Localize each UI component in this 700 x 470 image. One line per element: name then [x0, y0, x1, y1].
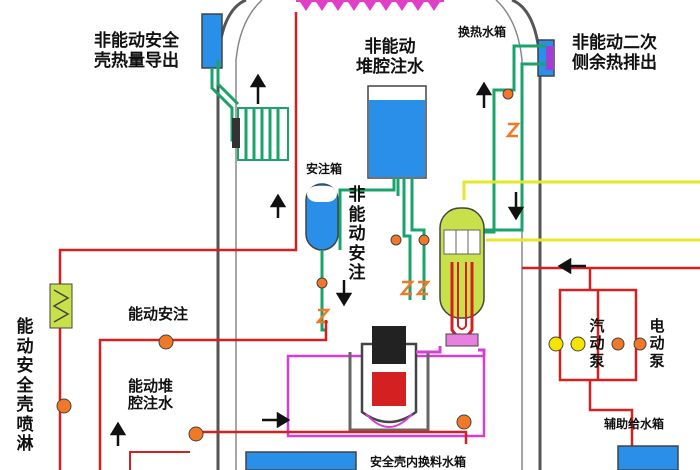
label-line: 腔注水 — [128, 394, 174, 413]
label-line: 非能动安全 — [94, 31, 179, 51]
core-injection-pipe — [410, 178, 426, 300]
spray-heat-exchanger — [49, 283, 73, 329]
reactor-vessel-bottom — [365, 413, 413, 428]
flow-arrow-up — [249, 73, 267, 104]
label-line: 能动堆 — [128, 377, 174, 395]
label-passive-core-injection: 非能动 堆腔注水 — [356, 37, 424, 77]
secondary-heat-pipe — [460, 44, 546, 234]
label-accumulator: 安注箱 — [306, 162, 343, 176]
flow-arrow-up — [475, 81, 493, 108]
pump — [56, 334, 472, 442]
core-injection-water — [369, 100, 425, 177]
heat-exchanger-fins — [232, 107, 289, 161]
accumulator-gas — [307, 186, 337, 202]
label-line: 侧余热排出 — [572, 52, 657, 73]
flow-arrow-left — [557, 257, 586, 275]
steam-pump-icon — [548, 336, 586, 352]
label-line: 非能动二次 — [572, 33, 657, 53]
cold-leg — [478, 348, 486, 356]
label-active-containment-spray: 能动安全壳喷淋 — [16, 317, 34, 455]
label-line: 壳热量导出 — [94, 50, 179, 71]
label-electric-pump: 电动泵 — [649, 317, 665, 370]
active-cavity-line — [190, 430, 468, 444]
active-cavity-line — [129, 451, 190, 470]
refueling-water-tank — [245, 451, 357, 470]
label-steam-pump: 汽动泵 — [589, 317, 605, 370]
label-aux-feedwater-tank: 辅助给水箱 — [604, 417, 665, 431]
steam-generator — [439, 207, 485, 347]
accumulator-pipe — [320, 250, 326, 332]
label-passive-secondary-heat-removal: 非能动二次 侧余热排出 — [572, 33, 657, 73]
aux-feed-line — [588, 380, 634, 470]
label-active-core-injection: 能动堆 腔注水 — [128, 377, 174, 413]
secondary-heat-pipe — [476, 62, 546, 232]
flow-arrow-down — [335, 280, 353, 307]
label-line: 非能动 — [364, 37, 416, 57]
flow-arrow-right — [262, 411, 291, 429]
containment-shell — [216, 0, 247, 470]
containment-shell-inner — [495, 0, 523, 470]
reactor-core-top — [372, 326, 406, 364]
hot-leg — [416, 346, 442, 354]
containment-cooling-tank — [201, 13, 223, 69]
flow-arrow-down — [507, 192, 525, 221]
label-passive-safety-injection: 非能动安注 — [348, 185, 366, 284]
label-active-safety-injection: 能动安注 — [128, 305, 189, 323]
main-steam-line — [462, 180, 700, 200]
active-injection-line — [98, 320, 328, 470]
label-line: 堆腔注水 — [356, 56, 424, 77]
active-spray-line — [58, 12, 298, 470]
reactor-core-red — [372, 372, 406, 406]
spray-nozzles — [300, 2, 440, 11]
label-refueling-water-tank: 安全壳内换料水箱 — [370, 455, 467, 469]
containment-cooling-pipe — [216, 60, 240, 106]
core-injection-pipe — [402, 178, 412, 300]
label-heat-exchange-tank: 换热水箱 — [458, 25, 507, 39]
heat-exchange-tank-coil — [546, 46, 554, 70]
core-injection-pipe — [338, 178, 400, 250]
label-passive-containment-heat-removal: 非能动安全 壳热量导出 — [94, 31, 179, 71]
aux-feedwater-tank — [617, 445, 679, 470]
reactor-cavity-inner — [348, 352, 430, 432]
containment-shell-inner — [235, 0, 263, 470]
containment-shell — [511, 0, 542, 470]
flow-arrow-up — [109, 193, 287, 446]
electric-pump-icon — [611, 337, 647, 351]
spray-heat-exchanger-coil — [52, 289, 70, 323]
z-valve — [315, 122, 521, 324]
check-valve — [316, 88, 514, 289]
